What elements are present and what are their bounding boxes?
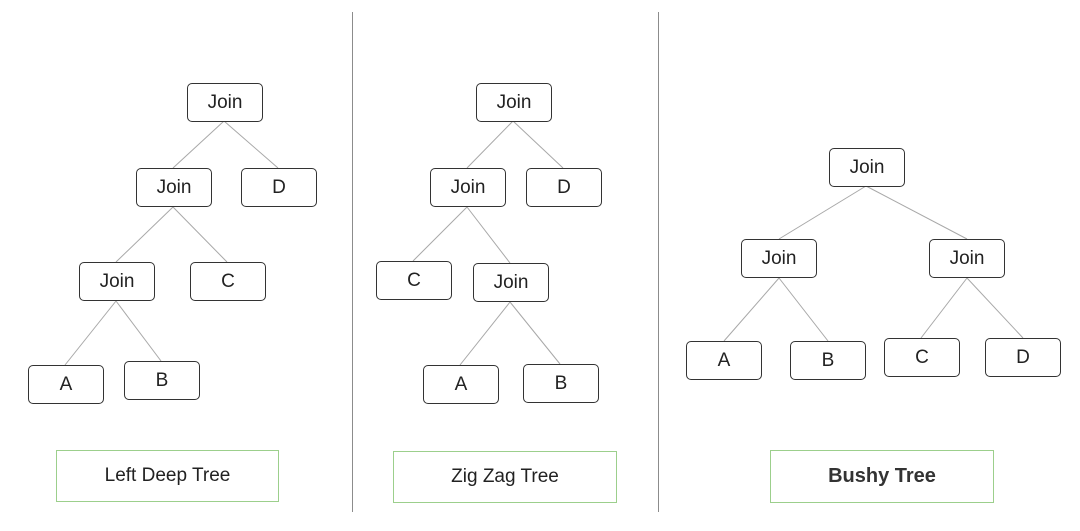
edge <box>966 277 1024 339</box>
edge <box>512 120 564 169</box>
edge <box>172 206 228 263</box>
tree-caption: Left Deep Tree <box>56 450 279 502</box>
leaf-node-d: D <box>985 338 1061 377</box>
join-node: Join <box>187 83 263 122</box>
join-node: Join <box>741 239 817 278</box>
leaf-node-c: C <box>190 262 266 301</box>
edge <box>723 277 780 342</box>
tree-caption: Zig Zag Tree <box>393 451 617 503</box>
join-node: Join <box>929 239 1005 278</box>
edge <box>778 185 867 240</box>
leaf-node-d: D <box>241 168 317 207</box>
edge <box>509 301 561 365</box>
edge <box>920 277 968 339</box>
edge <box>412 206 468 262</box>
join-node: Join <box>829 148 905 187</box>
leaf-node-b: B <box>124 361 200 400</box>
join-node: Join <box>136 168 212 207</box>
edge <box>115 206 174 263</box>
edge <box>865 185 968 240</box>
leaf-node-b: B <box>790 341 866 380</box>
leaf-node-c: C <box>376 261 452 300</box>
leaf-node-a: A <box>28 365 104 404</box>
edge <box>115 300 162 362</box>
edge <box>172 120 225 169</box>
panel-divider <box>658 12 659 512</box>
leaf-node-b: B <box>523 364 599 403</box>
leaf-node-d: D <box>526 168 602 207</box>
tree-caption: Bushy Tree <box>770 450 994 503</box>
leaf-node-a: A <box>423 365 499 404</box>
panel-divider <box>352 12 353 512</box>
join-node: Join <box>430 168 506 207</box>
join-node: Join <box>476 83 552 122</box>
edge <box>466 206 511 264</box>
edge <box>778 277 829 342</box>
leaf-node-c: C <box>884 338 960 377</box>
edge <box>64 300 117 366</box>
join-node: Join <box>473 263 549 302</box>
leaf-node-a: A <box>686 341 762 380</box>
edge <box>223 120 279 169</box>
join-node: Join <box>79 262 155 301</box>
edge <box>466 120 514 169</box>
edge <box>459 301 511 366</box>
